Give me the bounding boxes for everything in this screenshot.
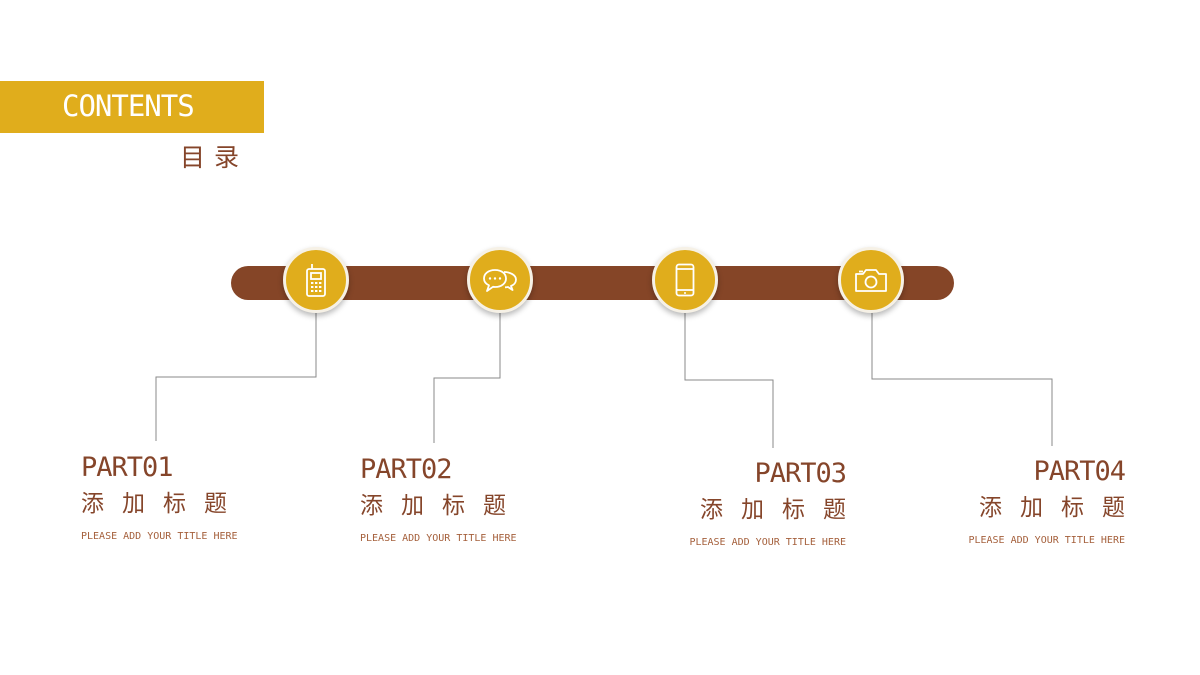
part-block-1: PART01 添加标题 PLEASE ADD YOUR TITLE HERE: [81, 452, 281, 544]
timeline-bar: [231, 266, 954, 300]
part-label: PART03: [754, 458, 847, 489]
part-description: PLEASE ADD YOUR TITLE HERE: [689, 537, 846, 548]
part-label: PART02: [360, 454, 453, 485]
part-label: PART01: [81, 452, 174, 483]
part-title: 添加标题: [700, 497, 864, 523]
part-title: 添加标题: [81, 491, 245, 517]
mobile-phone-icon: [305, 263, 327, 297]
page-title: CONTENTS: [62, 89, 195, 123]
camera-icon: [854, 267, 888, 293]
part-description: PLEASE ADD YOUR TITLE HERE: [81, 531, 238, 542]
part-title: 添加标题: [360, 493, 524, 519]
header-band: [0, 81, 264, 133]
part-title: 添加标题: [979, 495, 1143, 521]
timeline-node-4[interactable]: [838, 247, 904, 313]
chat-bubbles-icon: [482, 266, 518, 294]
part-block-4: PART04 添加标题 PLEASE ADD YOUR TITLE HERE: [925, 456, 1126, 548]
timeline-node-2[interactable]: [467, 247, 533, 313]
part-block-2: PART02 添加标题 PLEASE ADD YOUR TITLE HERE: [360, 454, 560, 546]
connector-line-3: [684, 313, 774, 448]
connector-line-4: [871, 313, 1053, 446]
page-subtitle: 目录: [180, 143, 249, 172]
part-description: PLEASE ADD YOUR TITLE HERE: [360, 533, 517, 544]
smartphone-icon: [675, 263, 695, 297]
timeline-node-3[interactable]: [652, 247, 718, 313]
connector-line-1: [155, 313, 317, 441]
connector-line-2: [433, 313, 501, 443]
part-block-3: PART03 添加标题 PLEASE ADD YOUR TITLE HERE: [646, 458, 847, 550]
part-label: PART04: [1033, 456, 1126, 487]
part-description: PLEASE ADD YOUR TITLE HERE: [968, 535, 1125, 546]
timeline-node-1[interactable]: [283, 247, 349, 313]
